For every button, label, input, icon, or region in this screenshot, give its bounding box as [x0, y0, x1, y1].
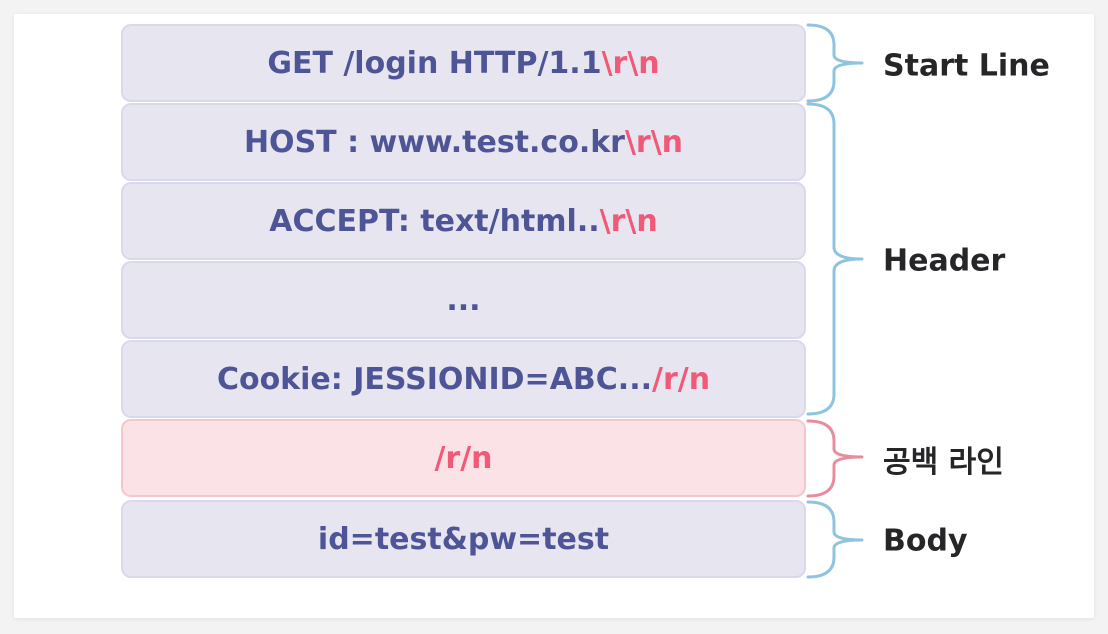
host-header-row: HOST : www.test.co.kr\r\n: [121, 103, 806, 181]
ellipsis-header-row: ...: [121, 261, 806, 339]
cookie-header-text: Cookie: JESSIONID=ABC...: [216, 361, 652, 397]
ellipsis-text: ...: [446, 282, 481, 318]
blank-line-crlf: /r/n: [434, 440, 493, 476]
header-brace: [806, 102, 864, 416]
host-header-text: HOST : www.test.co.kr: [243, 124, 625, 160]
header-label: Header: [883, 243, 1006, 279]
accept-header-text: ACCEPT: text/html..: [269, 203, 600, 239]
start-line-crlf: \r\n: [601, 45, 660, 81]
start-line-brace: [806, 23, 864, 103]
body-row: id=test&pw=test: [121, 500, 806, 578]
start-line-row: GET /login HTTP/1.1\r\n: [121, 24, 806, 102]
body-text: id=test&pw=test: [317, 521, 610, 557]
cookie-header-row: Cookie: JESSIONID=ABC.../r/n: [121, 340, 806, 418]
blank-line-label: 공백 라인: [883, 445, 1004, 480]
start-line-text: GET /login HTTP/1.1: [267, 45, 602, 81]
host-header-crlf: \r\n: [624, 124, 684, 160]
body-label: Body: [883, 523, 968, 559]
accept-header-row: ACCEPT: text/html..\r\n: [121, 182, 806, 260]
cookie-header-crlf: /r/n: [651, 361, 711, 397]
blank-line-brace: [806, 419, 864, 498]
start-line-label: Start Line: [883, 48, 1050, 84]
body-brace: [806, 500, 864, 579]
accept-header-crlf: \r\n: [599, 203, 658, 239]
blank-line-row: /r/n: [121, 419, 806, 497]
